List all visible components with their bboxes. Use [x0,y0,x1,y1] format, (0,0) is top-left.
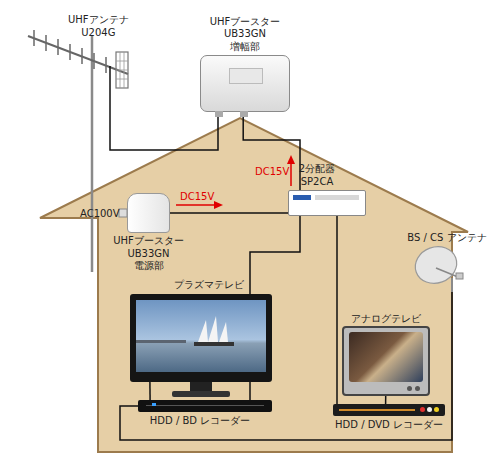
connector-nub [240,111,248,117]
voltage-label: DC15V [255,166,289,178]
antenna-mast [91,36,94,272]
cable-connector [120,292,452,440]
antenna-feeder [109,66,111,88]
cable-connector [170,212,288,214]
cable-connector [243,112,300,190]
node-label: 2分配器 SP2CA [299,163,335,188]
dvd-recorder: HDD / DVD レコーダー [333,404,445,416]
node-label: プラズマテレビ [174,279,244,292]
dish-reflector [410,241,462,289]
tv-knob [407,386,412,391]
cable-connector [385,396,387,404]
tv-knob [415,386,420,391]
bs-cs-dish: BS / CS アンテナ [412,244,470,292]
node-label: UHFアンテナ U204G [68,14,129,39]
reflector-grid [116,52,128,88]
dc-arrow-head [287,155,295,164]
tv-stand-base [172,391,230,397]
connector-nub [215,111,223,117]
splitter-box: 2分配器 SP2CA [288,190,366,216]
node-label: UHFブースター UB33GN 電源部 [113,235,184,273]
bd-recorder: HDD / BD レコーダー [138,400,272,412]
voltage-label: AC100V [80,208,120,220]
uhf-antenna: UHFアンテナ U204G [30,12,128,88]
recorder-stripe [339,409,415,411]
node-label: HDD / DVD レコーダー [335,419,443,432]
node-label: UHFブースター UB33GN 増幅部 [210,16,281,54]
plasma-tv: プラズマテレビ [130,294,272,382]
ship-hull [194,342,234,346]
analog-tv: アナログテレビ [342,326,430,396]
rca-jack [434,407,439,412]
recorder-trim [146,405,264,406]
cable-connector [336,216,338,404]
dc-arrow-head [214,201,223,209]
dish-arm [436,268,458,277]
ship-sails [198,320,208,342]
booster-amplifier: UHFブースター UB33GN 増幅部 [200,55,290,112]
dc-arrow [176,201,223,209]
splitter-panel [315,195,359,200]
dc-arrow-shaft [290,162,292,186]
tv-screen [136,300,266,372]
brand-stripe [293,195,311,200]
dc-arrow-shaft [176,204,216,206]
antenna-boom [28,36,128,74]
node-label: BS / CS アンテナ [407,232,486,245]
rca-jack [420,407,425,412]
rca-jack [427,407,432,412]
dish-lnb [456,273,463,279]
ship-sails [208,316,218,342]
antenna-reflector [116,52,128,88]
tv-screen [349,332,423,382]
node-label: アナログテレビ [351,313,421,326]
voltage-label: DC15V [180,191,214,203]
tv-stand-neck [190,382,212,392]
node-label: HDD / BD レコーダー [150,415,250,428]
ship-picture [136,300,266,372]
booster-power-unit: UHFブースター UB33GN 電源部 [127,193,170,233]
dish-pole [451,278,453,292]
house-outline [40,118,468,452]
booster-panel [229,68,263,84]
shore-line [136,340,186,343]
cable-connector [149,382,151,400]
recorder-light [152,403,156,406]
ship-sails [219,322,228,342]
power-plug [119,209,127,217]
dish-drawing [412,244,470,292]
